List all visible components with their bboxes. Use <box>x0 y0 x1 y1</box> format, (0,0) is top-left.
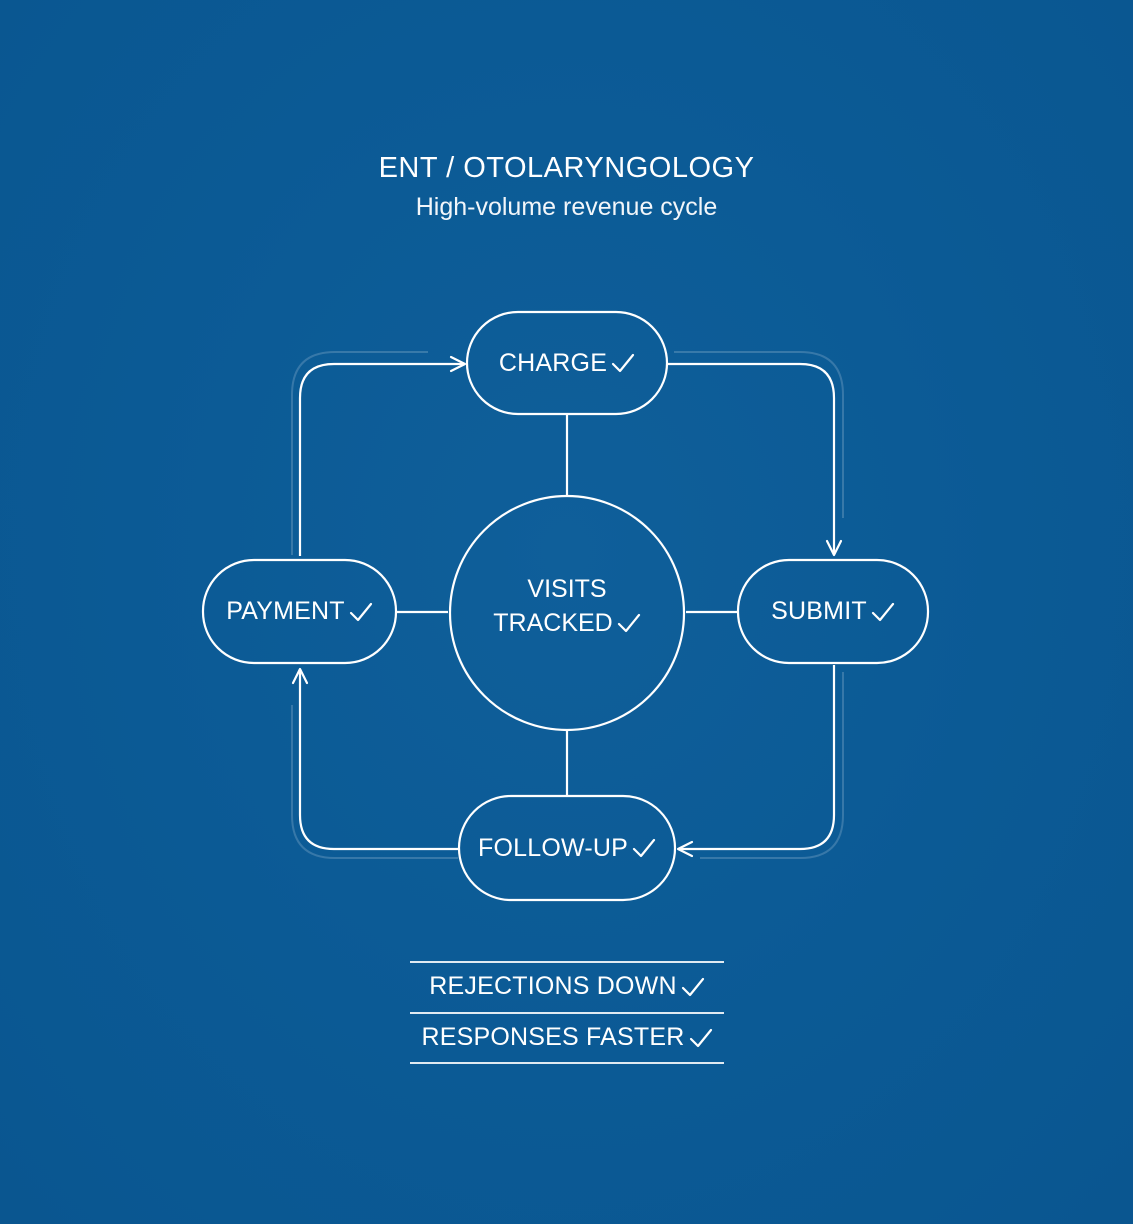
arrow-charge-to-submit <box>668 362 843 557</box>
node-payment-label: PAYMENT <box>226 597 345 625</box>
check-icon <box>617 613 640 633</box>
center-node-line1: VISITS <box>527 575 607 603</box>
center-node-line2-text: TRACKED <box>493 609 613 637</box>
check-icon <box>689 1028 712 1047</box>
result-rules <box>410 961 724 1064</box>
result-rejections-down: REJECTIONS DOWN <box>410 972 724 1001</box>
check-icon <box>349 602 372 621</box>
arrow-submit-to-follow-up <box>676 665 836 858</box>
node-payment-shape <box>201 558 398 665</box>
node-charge-label: CHARGE <box>498 348 608 377</box>
check-icon <box>681 977 704 996</box>
node-charge-shape <box>465 310 669 416</box>
result-responses-faster-label: RESPONSES FASTER <box>421 1023 685 1051</box>
diagram-title: ENT / OTOLARYNGOLOGY <box>378 152 755 184</box>
center-node-shape <box>448 494 686 732</box>
check-icon <box>871 602 894 621</box>
node-submit: SUBMIT <box>738 560 928 663</box>
center-node-line2: TRACKED <box>450 606 684 640</box>
diagram-subtitle: High-volume revenue cycle <box>415 193 718 221</box>
arrow-payment-to-charge <box>298 355 467 556</box>
result-rejections-down-label: REJECTIONS DOWN <box>429 972 677 1000</box>
spoke-lines <box>396 414 738 796</box>
result-responses-faster: RESPONSES FASTER <box>410 1023 724 1052</box>
node-follow-up: FOLLOW-UP <box>459 796 675 900</box>
check-icon <box>611 353 635 373</box>
center-node: VISITS TRACKED <box>450 572 684 640</box>
node-submit-shape <box>736 558 930 665</box>
faint-guide-lines <box>291 351 844 859</box>
node-submit-label: SUBMIT <box>771 597 867 625</box>
check-icon <box>632 838 656 858</box>
node-follow-up-shape <box>457 794 677 902</box>
arrow-follow-up-to-payment <box>291 667 458 851</box>
node-follow-up-label: FOLLOW-UP <box>478 833 628 862</box>
node-charge: CHARGE <box>467 312 667 414</box>
node-payment: PAYMENT <box>203 560 396 663</box>
